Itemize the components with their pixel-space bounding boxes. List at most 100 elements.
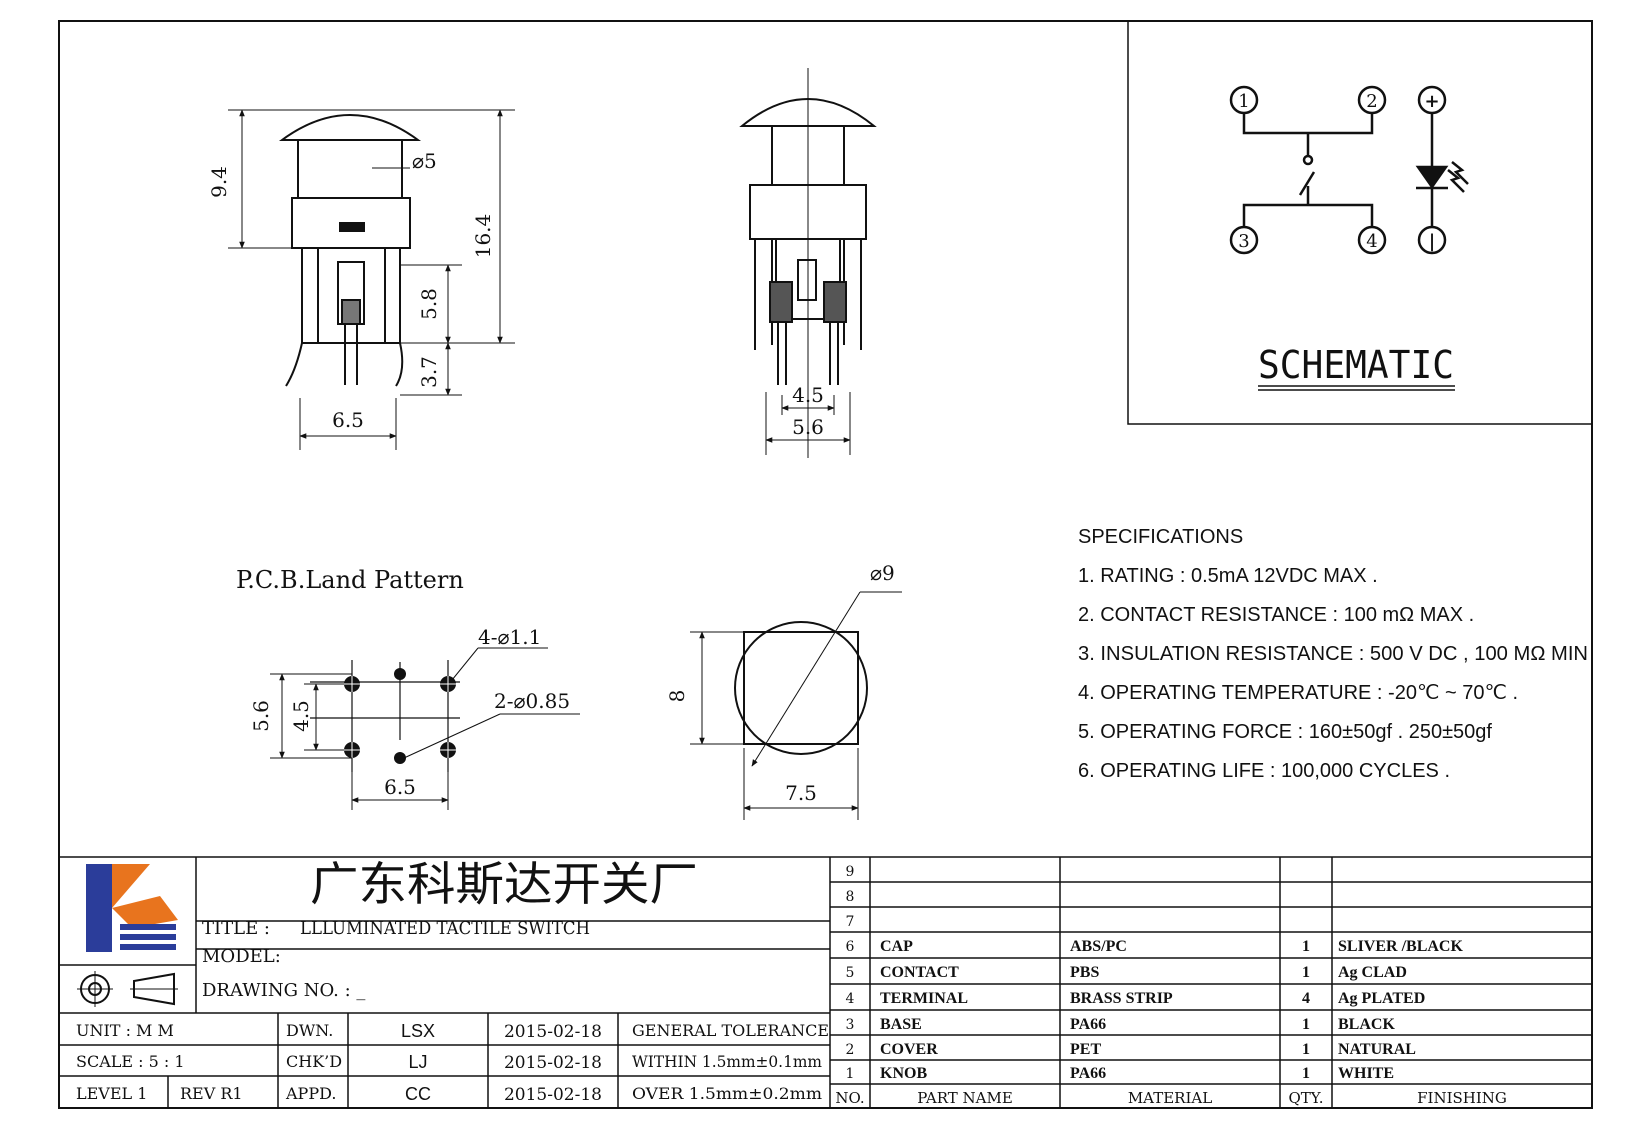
bom-row: 2 COVER PET 1 NATURAL (846, 1041, 1416, 1058)
bom-cell-part: TERMINAL (880, 990, 968, 1007)
dim-front-outer-width: 5.6 (792, 415, 824, 439)
dim-cap-height: 9.4 (207, 166, 231, 198)
bom-cell-no: 6 (846, 939, 855, 955)
pcb-title: P.C.B.Land Pattern (236, 566, 464, 594)
bom-header-row: NO. PART NAME MATERIAL QTY. FINISHING (835, 1089, 1507, 1107)
bom-cell-material: PBS (1070, 964, 1099, 981)
schematic-led-symbol (1415, 85, 1469, 255)
side-view-drawing: ⌀5 9.4 16.4 5.8 3.7 6.5 (207, 109, 515, 450)
spec-item: 5. OPERATING FORCE : 160±50gf . 250±50gf (1078, 721, 1492, 743)
title-value: LLLUMINATED TACTILE SWITCH (300, 918, 590, 939)
bom-cell-no: 8 (846, 889, 855, 905)
bom-cell-no: 2 (846, 1042, 855, 1058)
top-view-drawing: ⌀9 8 7.5 (665, 561, 902, 820)
bom-cell-no: 3 (846, 1017, 855, 1033)
rev-field: REV R1 (180, 1084, 243, 1103)
bom-cell-material: BRASS STRIP (1070, 990, 1173, 1007)
model-label: MODEL: (202, 946, 281, 967)
bom-cell-qty: 1 (1302, 1016, 1310, 1033)
bom-row: 5 CONTACT PBS 1 Ag CLAD (846, 964, 1407, 981)
bom-cell-qty: 1 (1302, 938, 1310, 955)
bom-cell-no: 1 (846, 1066, 855, 1082)
bom-cell-material: PA66 (1070, 1016, 1106, 1033)
tolerance-within: WITHIN 1.5mm±0.1mm (632, 1052, 822, 1071)
bom-cell-finish: Ag PLATED (1338, 990, 1425, 1007)
bom-cell-material: PET (1070, 1041, 1101, 1058)
schematic-title: SCHEMATIC (1258, 343, 1454, 387)
led-plus-label: + (1424, 91, 1439, 112)
bom-row: 8 (846, 889, 855, 905)
dim-side-width: 6.5 (332, 408, 364, 432)
spec-item: 3. INSULATION RESISTANCE : 500 V DC , 10… (1078, 643, 1588, 665)
dim-leg-height: 3.7 (417, 356, 441, 388)
tolerance-over: OVER 1.5mm±0.2mm (632, 1084, 822, 1103)
bom-row: 1 KNOB PA66 1 WHITE (846, 1065, 1394, 1082)
appd-label: APPD. (285, 1084, 336, 1103)
bom-cell-part: CAP (880, 938, 913, 955)
bom-cell-no: 4 (846, 991, 855, 1007)
title-block-grid (59, 856, 1592, 1108)
dim-small-holes: 2-⌀0.85 (494, 689, 570, 713)
bom-cell-finish: WHITE (1338, 1065, 1394, 1082)
chkd-label: CHK’D (286, 1052, 342, 1071)
pin-2-label: 2 (1366, 91, 1377, 112)
bom-cell-part: CONTACT (880, 964, 959, 981)
tolerance-title: GENERAL TOLERANCE (632, 1021, 829, 1040)
level-field: LEVEL 1 (76, 1084, 147, 1103)
bom-row: 7 (846, 914, 855, 930)
bom-header-finishing: FINISHING (1417, 1089, 1507, 1107)
bom-cell-no: 5 (846, 965, 855, 981)
pin-1-label: 1 (1238, 91, 1249, 112)
dim-pcb-outer-height: 5.6 (249, 700, 273, 732)
led-minus-label: | (1429, 231, 1436, 252)
bom-cell-qty: 4 (1302, 990, 1310, 1007)
bom-header-material: MATERIAL (1128, 1089, 1212, 1107)
dim-total-height: 16.4 (471, 214, 495, 259)
bom-row: 4 TERMINAL BRASS STRIP 4 Ag PLATED (846, 990, 1426, 1007)
dwn-label: DWN. (286, 1021, 333, 1040)
bom-header-part: PART NAME (917, 1089, 1013, 1107)
dim-body-height: 5.8 (417, 288, 441, 320)
spec-item: 6. OPERATING LIFE : 100,000 CYCLES . (1078, 760, 1450, 782)
appd-date: 2015-02-18 (504, 1085, 602, 1105)
bom-cell-part: COVER (880, 1041, 938, 1058)
title-label: TITLE : (202, 918, 270, 939)
spec-item: 1. RATING : 0.5mA 12VDC MAX . (1078, 565, 1378, 587)
bom-header-qty: QTY. (1288, 1089, 1323, 1107)
dim-top-width: 7.5 (785, 781, 817, 805)
dim-cap-diameter: ⌀5 (412, 149, 437, 173)
bom-cell-no: 9 (846, 864, 855, 880)
bom-cell-qty: 1 (1302, 964, 1310, 981)
specifications-block: SPECIFICATIONS 1. RATING : 0.5mA 12VDC M… (1078, 526, 1588, 782)
bom-cell-finish: NATURAL (1338, 1041, 1416, 1058)
spec-item: 2. CONTACT RESISTANCE : 100 mΩ MAX . (1078, 604, 1474, 626)
bom-cell-finish: Ag CLAD (1338, 964, 1407, 981)
pin-4-label: 4 (1366, 231, 1377, 252)
sheet-border (58, 20, 1593, 1109)
dim-front-inner-width: 4.5 (792, 383, 824, 407)
front-view-drawing: 4.5 5.6 (739, 68, 877, 458)
bom-cell-material: PA66 (1070, 1065, 1106, 1082)
dwn-date: 2015-02-18 (504, 1022, 602, 1042)
schematic-switch-symbol (1229, 85, 1387, 255)
company-logo (86, 864, 178, 952)
bom-cell-part: BASE (880, 1016, 922, 1033)
bom-cell-finish: BLACK (1338, 1016, 1395, 1033)
pin-3-label: 3 (1238, 231, 1249, 252)
bom-cell-qty: 1 (1302, 1065, 1310, 1082)
chkd-value: LJ (408, 1052, 427, 1072)
unit-field: UNIT : M M (76, 1021, 174, 1040)
third-angle-projection-icon (77, 971, 178, 1007)
dim-pcb-inner-height: 4.5 (289, 700, 313, 732)
bom-cell-qty: 1 (1302, 1041, 1310, 1058)
schematic-panel: 1 2 3 4 + | SCHEMATIC (1127, 21, 1592, 425)
bom-cell-finish: SLIVER /BLACK (1338, 938, 1463, 955)
dim-pcb-width: 6.5 (384, 775, 416, 799)
bom-cell-part: KNOB (880, 1065, 927, 1082)
spec-item: 4. OPERATING TEMPERATURE : -20℃ ~ 70℃ . (1078, 682, 1518, 704)
chkd-date: 2015-02-18 (504, 1053, 602, 1073)
bom-cell-no: 7 (846, 914, 855, 930)
